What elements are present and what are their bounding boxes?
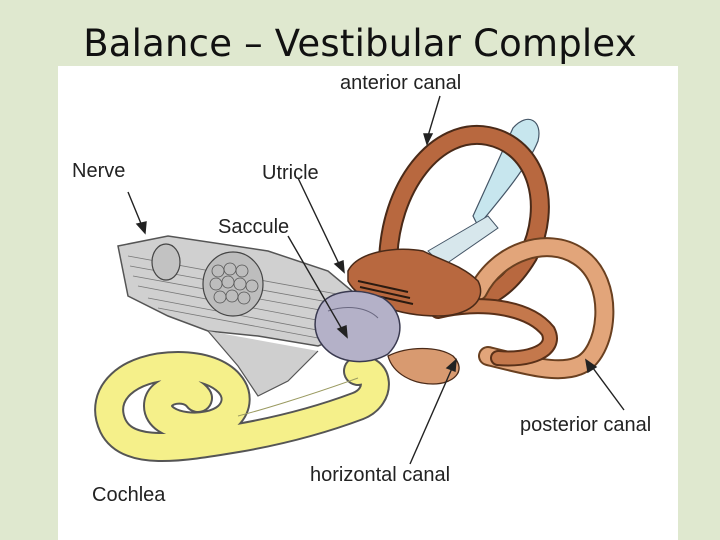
nerve-bundle xyxy=(117,235,359,397)
cochlea xyxy=(94,350,390,463)
label-arrows xyxy=(127,95,625,465)
diagram-illustration xyxy=(94,95,625,465)
label-horizontal-canal: horizontal canal xyxy=(310,464,451,486)
label-cochlea: Cochlea xyxy=(92,484,166,506)
label-utricle: Utricle xyxy=(262,162,319,184)
label-anterior-canal: anterior canal xyxy=(340,72,462,94)
vestibular-diagram: anterior canal Nerve Utricle Saccule pos… xyxy=(58,66,678,540)
label-posterior-canal: posterior canal xyxy=(520,414,652,436)
label-saccule: Saccule xyxy=(218,216,290,238)
slide-title: Balance – Vestibular Complex xyxy=(83,22,637,65)
label-nerve: Nerve xyxy=(72,160,126,182)
canals xyxy=(347,124,615,385)
saccule xyxy=(314,290,401,363)
